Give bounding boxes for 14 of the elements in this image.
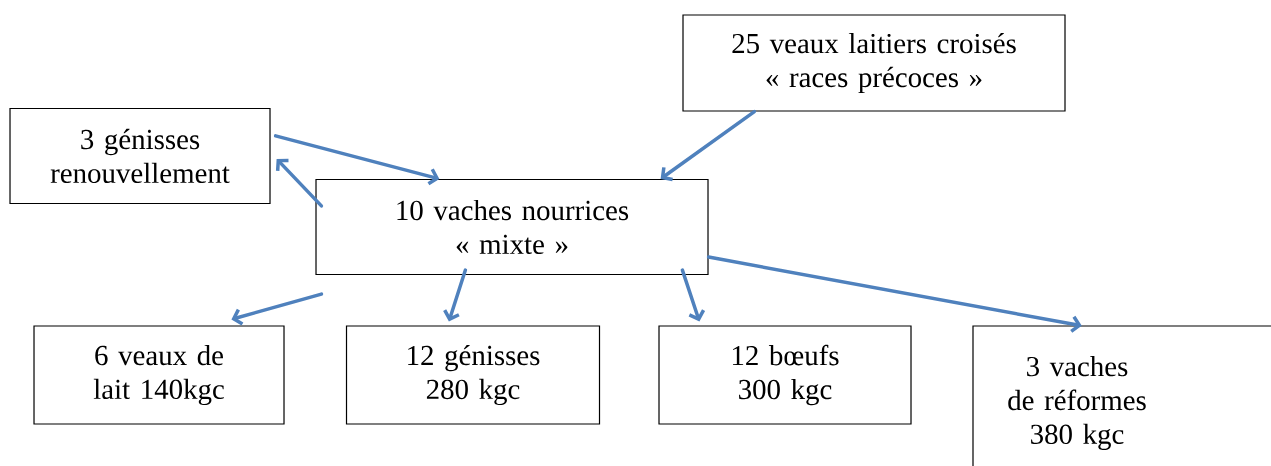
arrow bbox=[660, 109, 757, 182]
arrow bbox=[273, 134, 440, 186]
text-box: 10 vaches nourrices « mixte » bbox=[315, 178, 709, 276]
arrow bbox=[443, 268, 468, 322]
text-box: 12 bœufs 300 kgc bbox=[658, 325, 912, 425]
text-box: 6 veaux de lait 140kgc bbox=[33, 325, 285, 425]
arrow bbox=[680, 268, 706, 322]
arrow bbox=[706, 255, 1082, 333]
text-box: 3 vaches de réformes 380 kgc bbox=[972, 325, 1271, 466]
arrow bbox=[275, 158, 324, 208]
text-box: 3 génisses renouvellement bbox=[9, 107, 271, 205]
text-box: 25 veaux laitiers croisés « races précoces » bbox=[682, 14, 1066, 112]
arrow bbox=[231, 292, 324, 326]
text-box: 12 génisses 280 kgc bbox=[345, 325, 601, 425]
